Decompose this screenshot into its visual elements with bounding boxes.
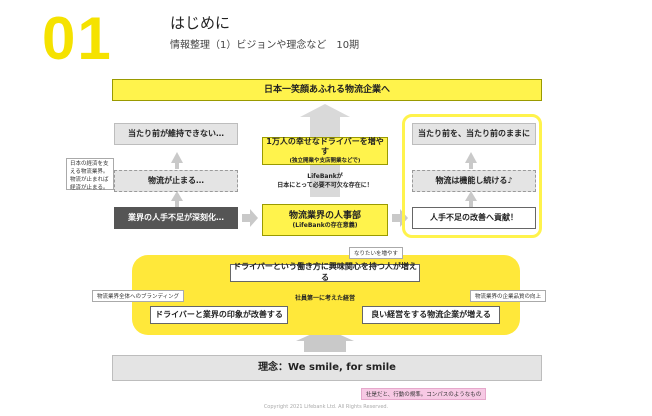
center-upper-sub: (独立開業や支店開業などで) (289, 158, 361, 165)
right-top-box: 当たり前を、当たり前のままに (412, 123, 536, 145)
philosophy-note: 社是だと、行動の規準。コンパスのようなもの (361, 388, 487, 400)
cycle-right-box: 良い経営をする物流企業が増える (362, 306, 500, 324)
right-middle-box: 物流は機能し続ける♪ (412, 170, 536, 192)
philosophy-box: 理念：We smile, for smile (112, 355, 542, 381)
cycle-center-label: 社員第一に考えた経営 (294, 295, 355, 302)
cycle-tag-top: なりたいを増やす (349, 247, 404, 259)
cycle-top-box: ドライバーという働き方に興味関心を持つ人が増える (230, 262, 420, 282)
philosophy-up-arrow (296, 328, 354, 352)
cycle-tag-left: 物流業界全体へのブランディング (92, 290, 185, 302)
left-arrow-2 (171, 191, 183, 201)
left-bottom-box: 業界の人手不足が深刻化… (114, 207, 238, 229)
right-arrow-1 (465, 152, 477, 163)
right-column-frame (402, 114, 542, 238)
left-top-box: 当たり前が維持できない… (114, 123, 238, 145)
section-number: 01 (42, 5, 113, 72)
center-middle-line2: 日本にとって必要不可欠な存在に！ (277, 182, 373, 189)
center-upper-box: 1万人の幸せなドライバーを増やす (独立開業や支店開業などで) (262, 137, 388, 165)
center-middle-text: LifeBankが 日本にとって必要不可欠な存在に！ (262, 172, 388, 190)
left-arrow-2-stem (175, 201, 179, 207)
center-lower-sub: (LifeBankの存在意義) (292, 222, 358, 230)
left-note: 日本の経済を支える物流業界。物流が止まれば経済が止まる。 (66, 158, 114, 191)
right-bottom-box: 人手不足の改善へ貢献！ (412, 207, 536, 229)
copyright-footer: Copyright 2021 Lifebank Ltd. All Rights … (263, 404, 389, 410)
right-arrow-2-stem (469, 201, 473, 207)
page-subtitle: 情報整理（1）ビジョンや理念など 10期 (170, 40, 360, 51)
vision-banner: 日本一笑顔あふれる物流企業へ (112, 79, 542, 101)
center-lower-title: 物流業界の人事部 (288, 210, 361, 221)
center-upper-title: 1万人の幸せなドライバーを増やす (266, 136, 384, 157)
left-middle-box: 物流が止まる… (114, 170, 238, 192)
cycle-left-box: ドライバーと業界の印象が改善する (150, 306, 288, 324)
right-arrow-1-stem (469, 163, 473, 169)
cycle-tag-right: 物流業界の企業品質の向上 (470, 290, 547, 302)
left-to-center-arrow (242, 209, 258, 227)
center-middle-line1: LifeBankが (307, 173, 343, 180)
right-arrow-2 (465, 191, 477, 201)
left-arrow-1 (171, 152, 183, 163)
center-lower-box: 物流業界の人事部 (LifeBankの存在意義) (262, 204, 388, 236)
left-arrow-1-stem (175, 163, 179, 169)
page-title: はじめに (170, 14, 231, 32)
